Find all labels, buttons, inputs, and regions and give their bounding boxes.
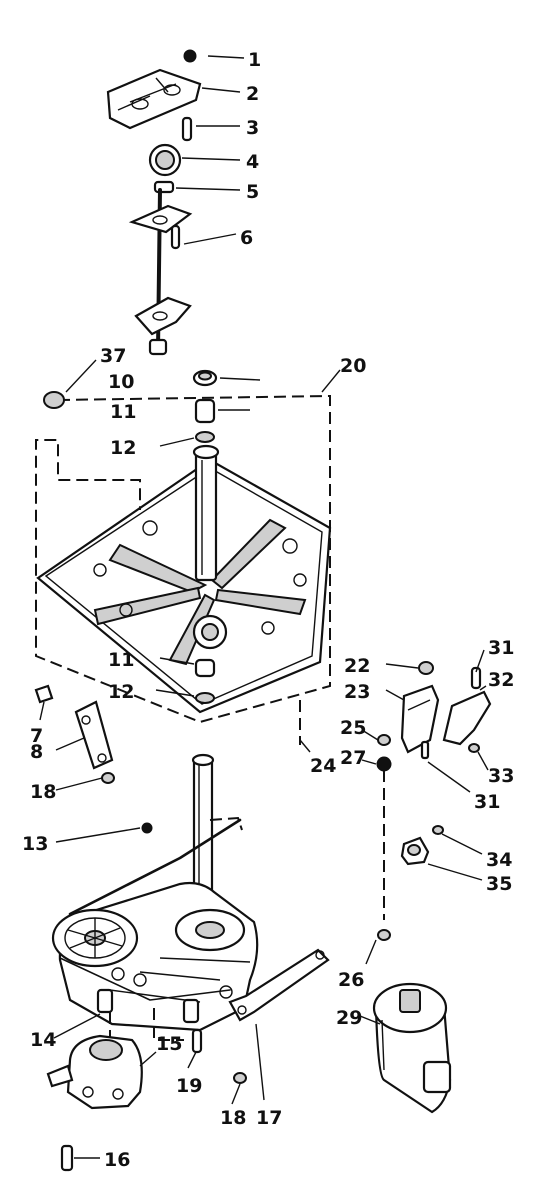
part-label-20: 20 — [340, 355, 366, 377]
pump-and-arm — [46, 948, 330, 1172]
part-label-8: 8 — [30, 741, 43, 763]
part-label-10: 10 — [108, 371, 134, 393]
part-label-35: 35 — [486, 873, 512, 895]
part-label-19: 19 — [176, 1075, 202, 1097]
part-label-37: 37 — [100, 345, 126, 367]
part-label-7: 7 — [30, 725, 43, 747]
motor — [372, 982, 452, 1114]
part-label-22: 22 — [344, 655, 370, 677]
part-label-34: 34 — [486, 849, 512, 871]
part-label-18-left: 18 — [30, 781, 56, 803]
shaft-assembly — [128, 188, 193, 356]
part-label-12-bottom: 12 — [108, 681, 134, 703]
part-label-23: 23 — [344, 681, 370, 703]
part-label-3: 3 — [246, 117, 259, 139]
part-label-27: 27 — [340, 747, 366, 769]
part-label-1: 1 — [248, 49, 261, 71]
part-label-15: 15 — [156, 1033, 182, 1055]
part-label-32: 32 — [488, 669, 514, 691]
top-bracket — [106, 49, 202, 194]
dashed-outline-20 — [35, 394, 331, 745]
part-labels: 1 2 3 4 5 6 37 10 20 11 12 11 12 7 8 18 … — [22, 49, 514, 1171]
part-label-16: 16 — [104, 1149, 130, 1171]
part-label-33: 33 — [488, 765, 514, 787]
transmission-assembly — [51, 753, 259, 1045]
part-label-25: 25 — [340, 717, 366, 739]
part-label-31-bottom: 31 — [474, 791, 500, 813]
left-link-parts — [34, 684, 153, 834]
part-label-11-top: 11 — [110, 401, 136, 423]
part-label-2: 2 — [246, 83, 259, 105]
top-stack-parts — [43, 369, 218, 704]
base-plate — [36, 444, 332, 714]
part-label-26: 26 — [338, 969, 364, 991]
part-label-11-bottom: 11 — [108, 649, 134, 671]
part-label-24: 24 — [310, 755, 336, 777]
right-bracket-parts — [376, 661, 492, 941]
part-label-14: 14 — [30, 1029, 56, 1051]
part-label-12-top: 12 — [110, 437, 136, 459]
part-label-18-bottom: 18 — [220, 1107, 246, 1129]
part-label-17: 17 — [256, 1107, 282, 1129]
part-label-13: 13 — [22, 833, 48, 855]
part-label-5: 5 — [246, 181, 259, 203]
part-label-29: 29 — [336, 1007, 362, 1029]
leader-lines — [39, 55, 489, 1159]
part-label-4: 4 — [246, 151, 259, 173]
part-label-6: 6 — [240, 227, 253, 249]
part-label-31-top: 31 — [488, 637, 514, 659]
